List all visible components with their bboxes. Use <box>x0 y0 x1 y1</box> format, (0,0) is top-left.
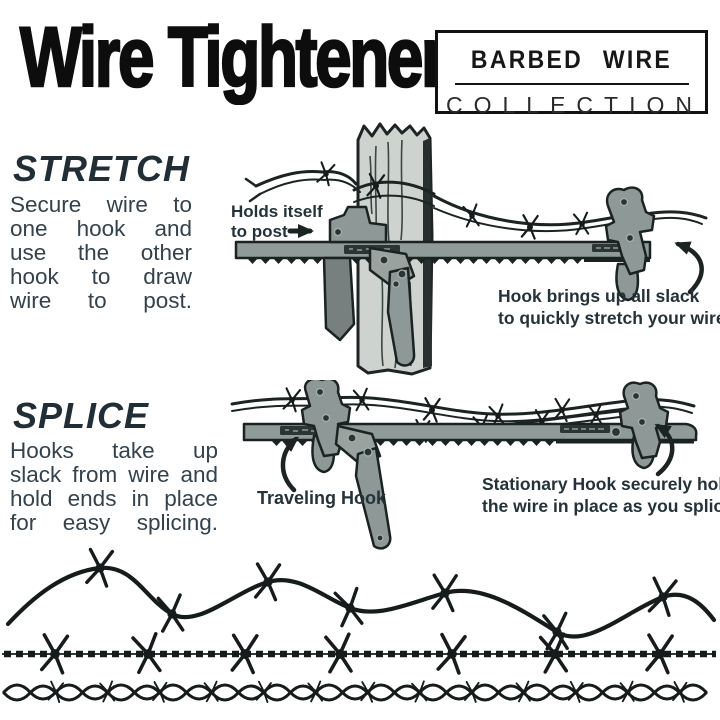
splice-description-line: hold ends in place <box>10 486 218 511</box>
curved-arrow-icon <box>654 423 675 477</box>
badge-line-collection: COLLECTION <box>446 92 703 118</box>
stretch-description: Secure wire to one hook and use the othe… <box>10 193 192 313</box>
stretch-illustration <box>234 122 708 376</box>
splice-description-line: for easy splicing. <box>10 510 218 535</box>
stretch-description-line: one hook and <box>10 216 192 241</box>
badge-line-barbed-wire: BARBED WIRE <box>470 46 673 74</box>
stationary-hook-label: Stationary Hook securely holds the wire … <box>482 474 720 517</box>
traveling-hook-label: Traveling Hook <box>257 488 387 508</box>
stationary-hook-line: the wire in place as you splice. <box>482 495 720 516</box>
splice-illustration <box>230 380 698 550</box>
badge-divider <box>454 83 689 85</box>
splice-description-line: Hooks take up <box>10 438 218 463</box>
stretch-description-line: Secure wire to <box>10 192 192 217</box>
splice-description: Hooks take up slack from wire and hold e… <box>10 439 218 535</box>
wire-tightener-tool <box>234 186 656 367</box>
twisted-barbed-wire <box>2 680 708 704</box>
holds-itself-label: Holds itself to post <box>231 202 323 242</box>
straight-barbed-wire <box>2 631 716 676</box>
holds-itself-line: to post <box>231 222 288 241</box>
stretch-description-line: use the other <box>10 240 192 265</box>
stretch-description-line: hook to draw <box>10 264 192 289</box>
splice-description-line: slack from wire and <box>10 462 218 487</box>
stretch-heading: STRETCH <box>13 148 190 189</box>
hook-slack-line: to quickly stretch your wire. <box>498 307 720 328</box>
stationary-hook-line: Stationary Hook securely holds <box>482 474 720 494</box>
curved-arrow-icon <box>280 436 300 493</box>
wavy-barbed-wire <box>5 546 717 652</box>
wire-tightener-tool <box>242 380 698 550</box>
holds-itself-line: Holds itself <box>231 202 323 221</box>
curved-arrow-icon <box>674 241 704 295</box>
barbed-wire <box>244 160 708 240</box>
hook-slack-label: Hook brings up all slack to quickly stre… <box>498 286 720 329</box>
page-title: Wire Tightener <box>19 10 448 104</box>
collection-badge: BARBED WIRE COLLECTION <box>435 30 708 118</box>
barbed-wire-rows <box>2 546 717 704</box>
stretch-description-line: wire to post. <box>10 288 192 313</box>
splice-heading: SPLICE <box>13 395 150 436</box>
hook-slack-line: Hook brings up all slack <box>498 286 700 306</box>
